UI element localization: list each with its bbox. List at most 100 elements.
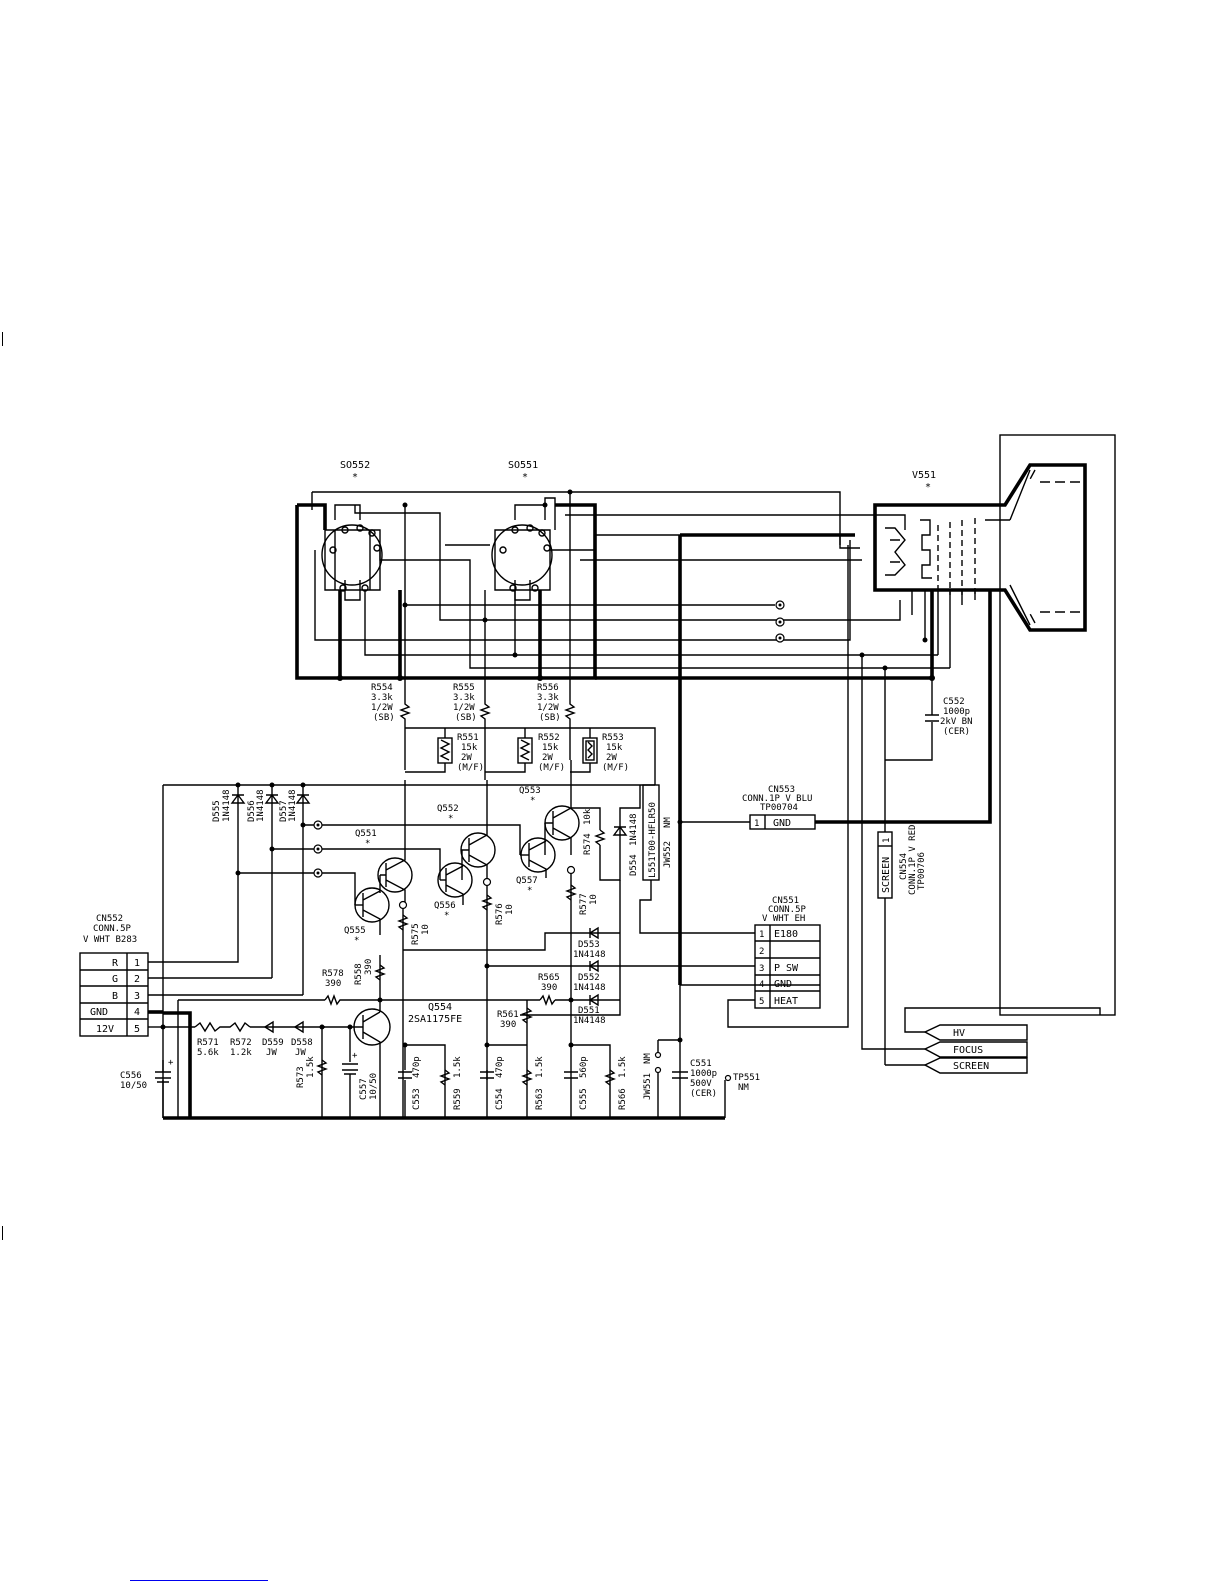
q555-mark: * <box>354 936 359 946</box>
cn553-desc: CONN.1P V BLU <box>742 794 812 804</box>
socket-so552-ref: SO552 <box>340 460 370 471</box>
r554-value: 3.3k <box>371 693 393 703</box>
d554-part: 1N4148 <box>629 813 639 846</box>
q551-ref: Q551 <box>355 829 377 839</box>
r555-type: (SB) <box>455 713 477 723</box>
q553-mark: * <box>530 796 535 806</box>
r578-value: 390 <box>325 979 341 989</box>
r574-value: 10k <box>583 808 593 825</box>
r577-ref: R577 <box>579 893 589 915</box>
d556-ref: D556 <box>247 800 257 822</box>
r559-value: 1.5k <box>453 1056 463 1078</box>
d555-part: 1N4148 <box>222 789 232 822</box>
power-buses <box>163 533 992 1120</box>
r576-value: 10 <box>505 904 515 915</box>
cn551-part: V WHT EH <box>762 914 805 924</box>
cn552-pin4-num: 4 <box>134 1007 140 1018</box>
c554-value: 470p <box>495 1056 505 1078</box>
d551-part: 1N4148 <box>573 1016 606 1026</box>
cn554-pin: 1 <box>882 838 892 843</box>
c553-ref: C553 <box>412 1088 422 1110</box>
socket-so551: SO551 * <box>491 460 553 601</box>
jw551-note: NM <box>643 1053 653 1064</box>
r566-value: 1.5k <box>618 1056 628 1078</box>
r561-ref: R561 <box>497 1010 519 1020</box>
q554-area: R578 390 R558 390 Q554 2SA1175FE R561 39… <box>177 955 533 1118</box>
cn552-desc: CONN.5P <box>93 924 132 934</box>
r552-type: (M/F) <box>538 763 565 773</box>
r553-rating: 2W <box>606 753 617 763</box>
jw552-ref: JW552 <box>663 841 673 868</box>
r554-type: (SB) <box>373 713 395 723</box>
cn552-pin3-num: 3 <box>134 991 140 1002</box>
r575-ref: R575 <box>411 923 421 945</box>
cn551-pin3-num: 3 <box>759 964 764 974</box>
r552-rating: 2W <box>542 753 553 763</box>
d559-ref: D559 <box>262 1038 284 1048</box>
cn552-pin5-label: 12V <box>96 1024 114 1035</box>
q552-ref: Q552 <box>437 804 459 814</box>
cn551-pin1-num: 1 <box>759 930 764 940</box>
d559-part: JW <box>266 1048 277 1058</box>
c556-ref: C556 <box>120 1071 142 1081</box>
r575-value: 10 <box>421 924 431 935</box>
cn552-part: V WHT B283 <box>83 935 137 945</box>
r553-value: 15k <box>606 743 623 753</box>
r561-value: 390 <box>500 1020 516 1030</box>
cn551-pin3-label: P SW <box>774 963 799 974</box>
r556-ref: R556 <box>537 683 559 693</box>
crt-ref: V551 <box>912 470 936 481</box>
r554-ref: R554 <box>371 683 393 693</box>
d557-ref: D557 <box>279 800 289 822</box>
r566-ref: R566 <box>618 1088 628 1110</box>
r555-rating: 1/2W <box>453 703 475 713</box>
q553-ref: Q553 <box>519 786 541 796</box>
cn552-pin4-label: GND <box>90 1007 108 1018</box>
cn551-pin5-num: 5 <box>759 997 764 1007</box>
bottom-rc-network: R571 5.6k R572 1.2k D559 JW D558 JW R573… <box>120 1020 760 1118</box>
c554-ref: C554 <box>495 1088 505 1110</box>
q552-mark: * <box>448 814 453 824</box>
r553-type: (M/F) <box>602 763 629 773</box>
cn553-ref: CN553 <box>768 785 795 795</box>
cn552-pin2-label: G <box>112 974 118 985</box>
cn554-pin-label: SCREEN <box>881 857 892 893</box>
diodes-lower: D553 1N4148 R565 390 D552 1N4148 D551 1N… <box>377 926 755 1026</box>
q554-part: 2SA1175FE <box>408 1014 462 1025</box>
cn551-desc: CONN.5P <box>768 905 807 915</box>
r551-type: (M/F) <box>457 763 484 773</box>
c557-value: 10/50 <box>369 1073 379 1100</box>
cn551-ref: CN551 <box>772 896 799 906</box>
q556-ref: Q556 <box>434 901 456 911</box>
r571-ref: R571 <box>197 1038 219 1048</box>
r574-ref: R574 <box>583 833 593 855</box>
socket-so552: SO552 * <box>321 460 383 601</box>
cn554-ref: CN554 <box>899 853 909 880</box>
c553-value: 470p <box>412 1056 422 1078</box>
r552-ref: R552 <box>538 733 560 743</box>
footer-link-underline[interactable] <box>130 1580 268 1581</box>
d556-part: 1N4148 <box>256 789 266 822</box>
q551-mark: * <box>365 839 370 849</box>
r565-ref: R565 <box>538 973 560 983</box>
r556-rating: 1/2W <box>537 703 559 713</box>
c551-value: 1000p <box>690 1069 717 1079</box>
page-edge-mark-bottom <box>2 1226 3 1240</box>
cn553-part: TP00704 <box>760 803 798 813</box>
r565-value: 390 <box>541 983 557 993</box>
cn552-pin1-num: 1 <box>134 958 140 969</box>
cn552-pin5-num: 5 <box>134 1024 140 1035</box>
r571-value: 5.6k <box>197 1048 219 1058</box>
c552-value: 1000p <box>943 707 970 717</box>
cn552-pin1-label: R <box>112 958 119 969</box>
resistors-15k: R551 15k 2W (M/F) R552 15k 2W (M/F) R553… <box>405 727 656 785</box>
q555-ref: Q555 <box>344 926 366 936</box>
r558-value: 390 <box>364 959 374 975</box>
r573-value: 1.5k <box>306 1056 316 1078</box>
r572-ref: R572 <box>230 1038 252 1048</box>
cn551-pin1-label: E180 <box>774 929 798 940</box>
cn552-pin2-num: 2 <box>134 974 140 985</box>
q554-ref: Q554 <box>428 1002 452 1013</box>
r553-ref: R553 <box>602 733 624 743</box>
